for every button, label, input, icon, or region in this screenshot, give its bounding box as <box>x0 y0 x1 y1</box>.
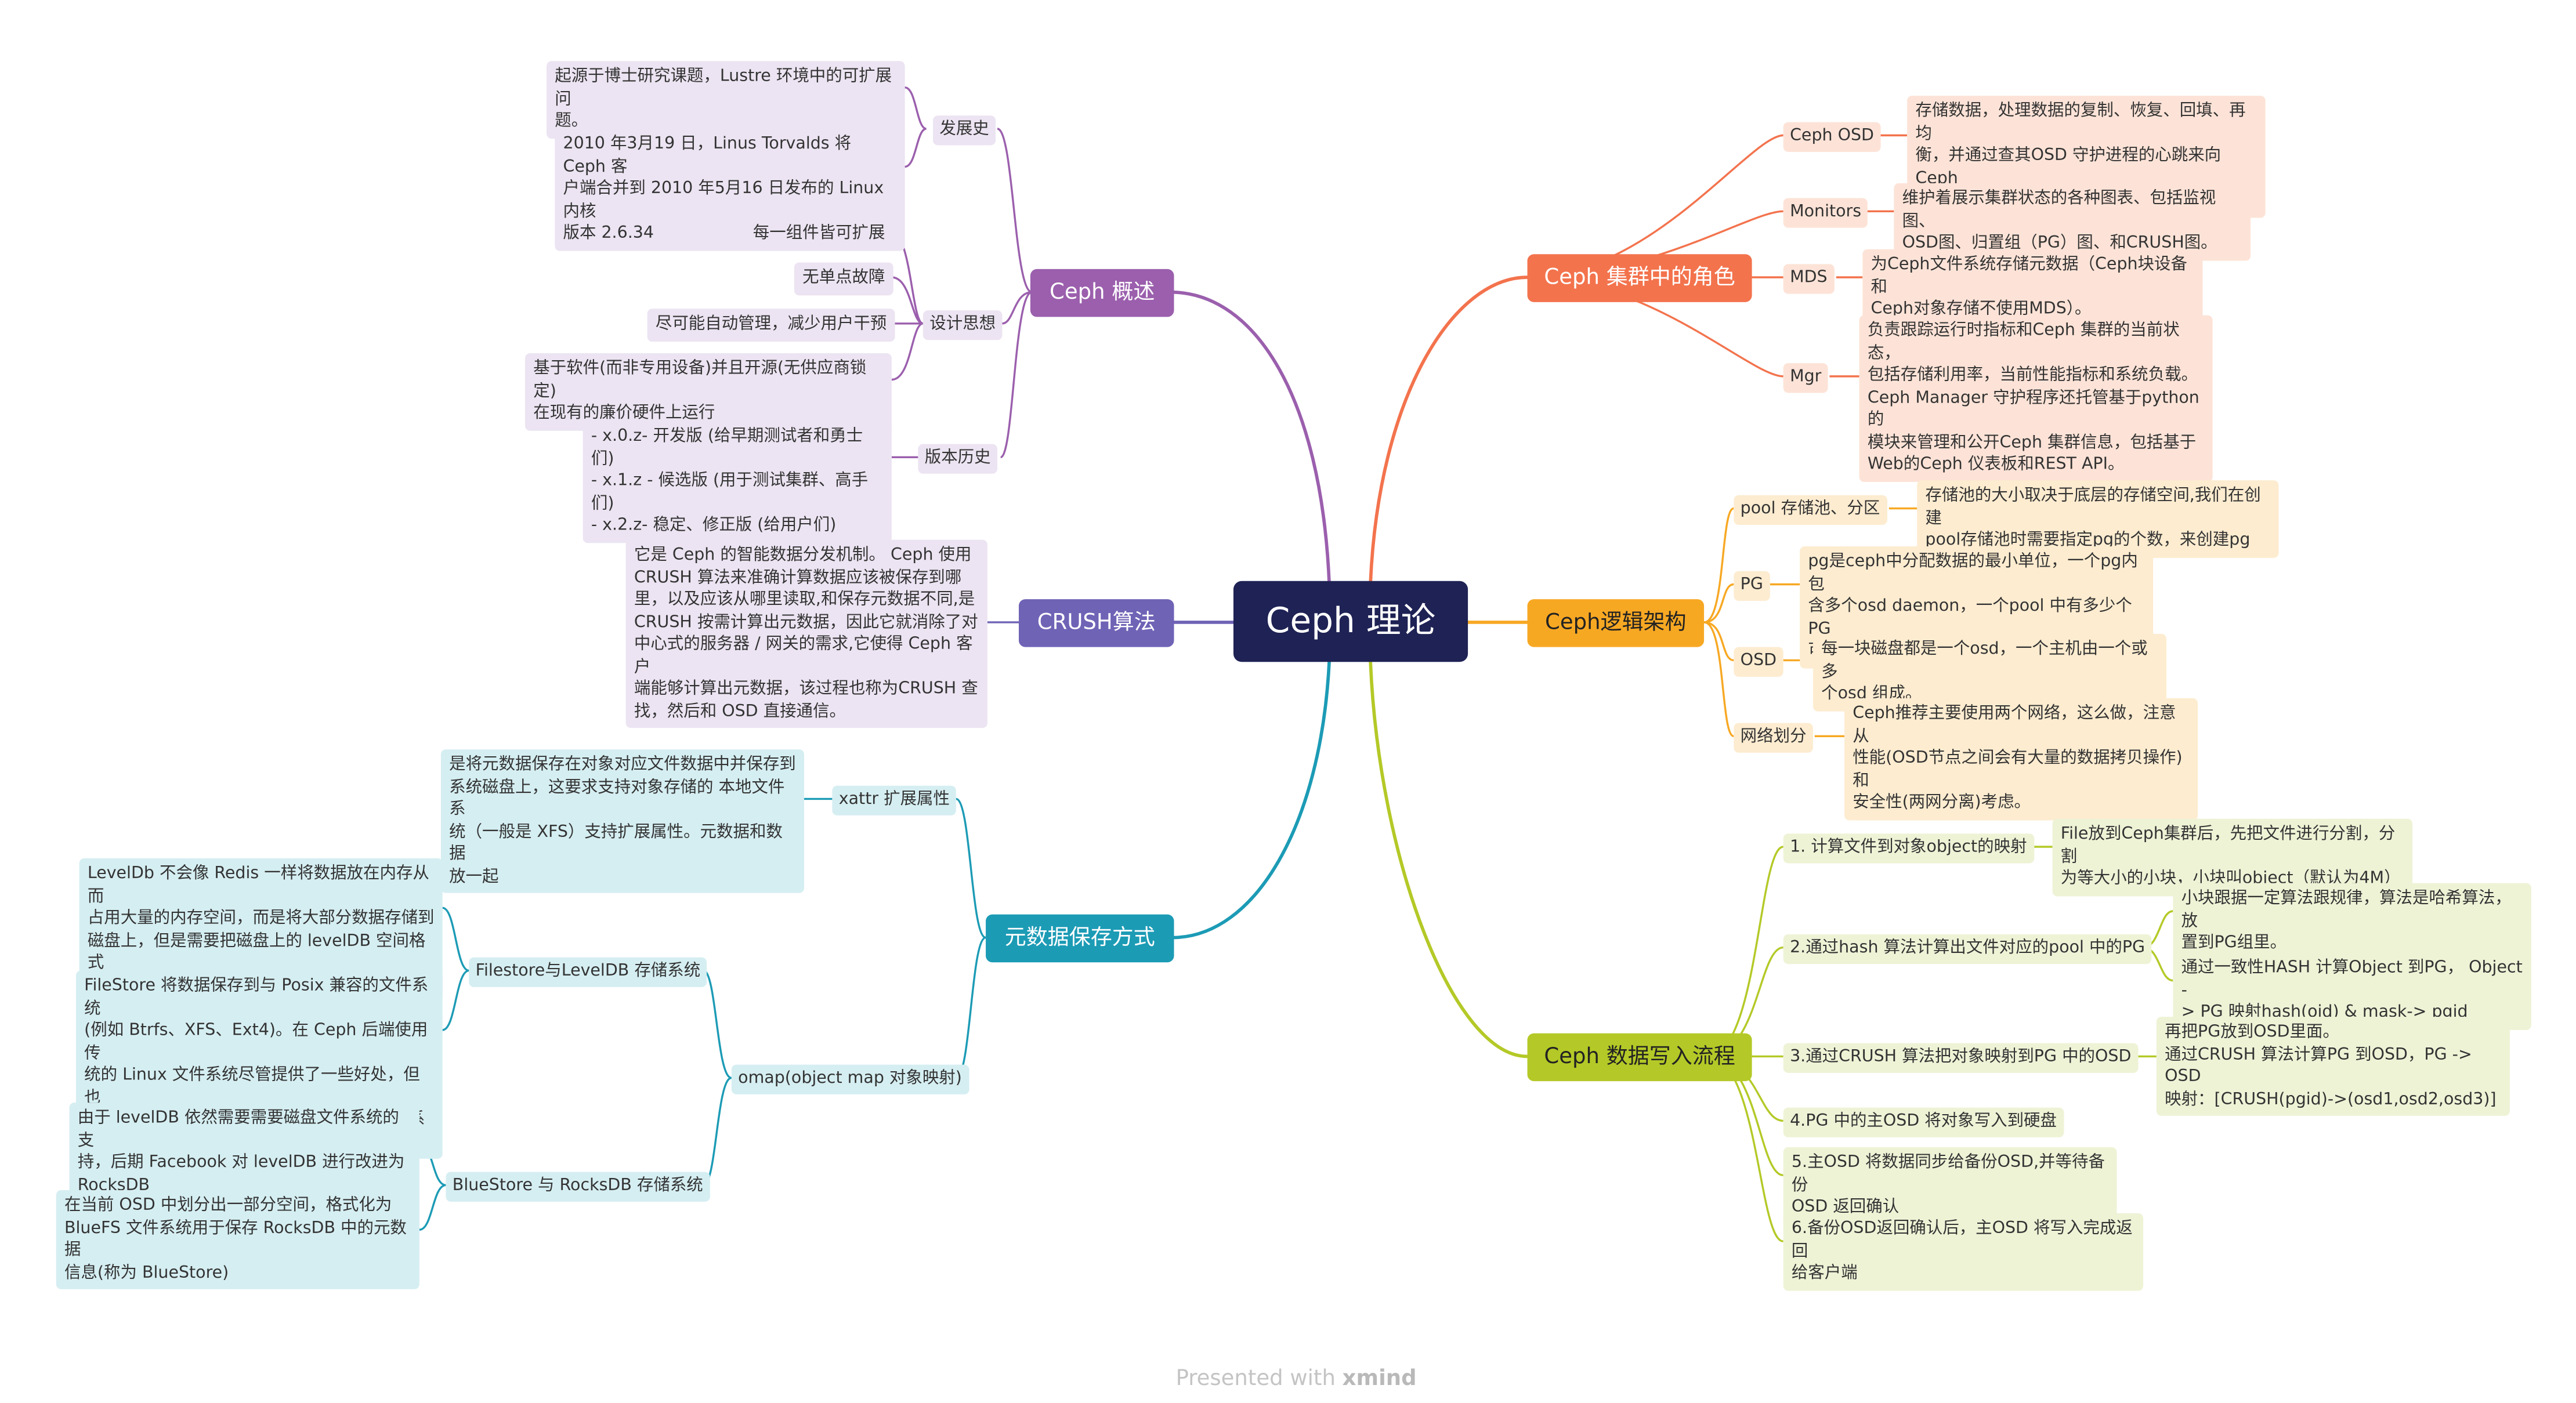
link-logic-net <box>1703 621 1735 738</box>
link-history-items <box>905 86 927 168</box>
logic-network-note[interactable]: Ceph推荐主要使用两个网络，这么做，注意从 性能(OSD节点之间会有大量的数据… <box>1844 698 2198 820</box>
branch-ceph-overview[interactable]: Ceph 概述 <box>1030 269 1174 317</box>
role-mgr-note[interactable]: 负责跟踪运行时指标和Ceph 集群的当前状态， 包括存储利用率，当前性能指标和系… <box>1859 315 2213 481</box>
link-design-items <box>891 231 924 381</box>
branch-data-write-flow[interactable]: Ceph 数据写入流程 <box>1527 1033 1752 1082</box>
link-root-metadata <box>1170 660 1331 940</box>
topic-filestore-leveldb[interactable]: Filestore与LevelDB 存储系统 <box>469 957 707 987</box>
branch-metadata-storage[interactable]: 元数据保存方式 <box>986 914 1174 963</box>
branch-crush-algorithm[interactable]: CRUSH算法 <box>1018 599 1174 647</box>
xmind-brand: xmind <box>1342 1366 1417 1392</box>
link-metadata-xattr <box>956 797 986 939</box>
link-logic-osd <box>1703 621 1734 662</box>
design-no-spof-note[interactable]: 无单点故障 <box>794 262 893 295</box>
crush-description-note[interactable]: 它是 Ceph 的智能数据分发机制。 Ceph 使用 CRUSH 算法来准确计算… <box>625 539 987 728</box>
design-auto-manage-note[interactable]: 尽可能自动管理，减少用户干预 <box>647 309 895 341</box>
xattr-description-note[interactable]: 是将元数据保存在对象对应文件数据中并保存到 系统磁盘上，这要求支持对象存储的 本… <box>440 749 805 893</box>
topic-omap[interactable]: omap(object map 对象映射) <box>731 1064 969 1094</box>
link-omap-filestore <box>703 969 732 1079</box>
write-step-2-detail-1[interactable]: 小块跟据一定算法跟规律，算法是哈希算法，放 置到PG组里。 <box>2173 883 2531 960</box>
topic-xattr[interactable]: xattr 扩展属性 <box>832 785 957 815</box>
role-mds[interactable]: MDS <box>1783 264 1835 294</box>
link-logic-pg <box>1703 583 1734 623</box>
write-step-1-detail[interactable]: File放到Ceph集群后，先把文件进行分割，分割 为等大小的小块，小块叫obj… <box>2052 818 2413 896</box>
logic-network[interactable]: 网络划分 <box>1734 723 1813 753</box>
link-filestore-items <box>442 907 469 1031</box>
write-step-1[interactable]: 1. 计算文件到对象object的映射 <box>1783 833 2034 864</box>
bluestore-note[interactable]: 在当前 OSD 中划分出一部分空间，格式化为 BlueFS 文件系统用于保存 R… <box>56 1190 419 1289</box>
link-root-write <box>1369 660 1529 1058</box>
link-overview-versions <box>1000 291 1033 459</box>
footer-prefix: Presented with <box>1175 1366 1343 1392</box>
logic-pool[interactable]: pool 存储池、分区 <box>1734 495 1887 525</box>
history-origin-note[interactable]: 起源于博士研究课题，Lustre 环境中的可扩展问 题。 <box>547 61 905 138</box>
link-root-overview <box>1170 290 1331 585</box>
write-step-4[interactable]: 4.PG 中的主OSD 将对象写入到硬盘 <box>1783 1107 2064 1137</box>
write-step-3[interactable]: 3.通过CRUSH 算法把对象映射到PG 中的OSD <box>1783 1043 2138 1073</box>
topic-history[interactable]: 发展史 <box>932 115 996 146</box>
link-root-roles <box>1369 275 1529 585</box>
role-mgr[interactable]: Mgr <box>1783 363 1828 393</box>
root-topic[interactable]: Ceph 理论 <box>1233 581 1468 662</box>
topic-version-history[interactable]: 版本历史 <box>918 444 997 474</box>
topic-bluestore-rocksdb[interactable]: BlueStore 与 RocksDB 存储系统 <box>446 1172 710 1202</box>
logic-pg[interactable]: PG <box>1734 571 1770 601</box>
role-mds-note[interactable]: 为Ceph文件系统存储元数据（Ceph块设备和 Ceph对象存储不使用MDS）。 <box>1862 249 2203 327</box>
role-monitors[interactable]: Monitors <box>1783 198 1868 228</box>
write-step-2[interactable]: 2.通过hash 算法计算出文件对应的pool 中的PG <box>1783 934 2152 965</box>
link-overview-design <box>1002 291 1032 325</box>
design-open-source-note[interactable]: 基于软件(而非专用设备)并且开源(无供应商锁定) 在现有的廉价硬件上运行 <box>525 353 892 430</box>
logic-osd[interactable]: OSD <box>1734 647 1783 677</box>
role-ceph-osd[interactable]: Ceph OSD <box>1783 122 1881 152</box>
rocksdb-note[interactable]: 由于 levelDB 依然需要需要磁盘文件系统的支 持，后期 Facebook … <box>69 1103 419 1202</box>
write-step-5[interactable]: 5.主OSD 将数据同步给备份OSD,并等待备份 OSD 返回确认 <box>1783 1147 2117 1224</box>
version-list-note[interactable]: - x.0.z- 开发版 (给早期测试者和勇士们) - x.1.z - 候选版 … <box>583 420 892 542</box>
link-overview-history <box>997 128 1033 293</box>
logic-pool-note[interactable]: 存储池的大小取决于底层的存储空间,我们在创建 pool存储池时需要指定pg的个数… <box>1917 480 2279 557</box>
write-step-6[interactable]: 6.备份OSD返回确认后，主OSD 将写入完成返回 给客户端 <box>1783 1213 2144 1290</box>
topic-design-ideas[interactable]: 设计思想 <box>922 310 1003 340</box>
link-omap-bluestore <box>703 1076 732 1187</box>
write-step-3-detail[interactable]: 再把PG放到OSD里面。 通过CRUSH 算法计算PG 到OSD，PG -> O… <box>2156 1017 2510 1116</box>
role-monitors-note[interactable]: 维护着展示集群状态的各种图表、包括监视图、 OSD图、归置组（PG）图、和CRU… <box>1894 183 2251 260</box>
branch-cluster-roles[interactable]: Ceph 集群中的角色 <box>1527 254 1752 302</box>
write-step-2-detail-2[interactable]: 通过一致性HASH 计算Object 到PG， Object - > PG 映射… <box>2173 952 2531 1029</box>
link-logic-pool <box>1703 507 1735 623</box>
link-metadata-omap <box>956 936 986 1079</box>
link-write-s6 <box>1707 1055 1784 1242</box>
design-scalable-note[interactable]: 每一组件皆可扩展 <box>744 217 893 251</box>
footer-watermark: Presented with xmind <box>1175 1366 1417 1391</box>
branch-logical-architecture[interactable]: Ceph逻辑架构 <box>1527 599 1705 647</box>
